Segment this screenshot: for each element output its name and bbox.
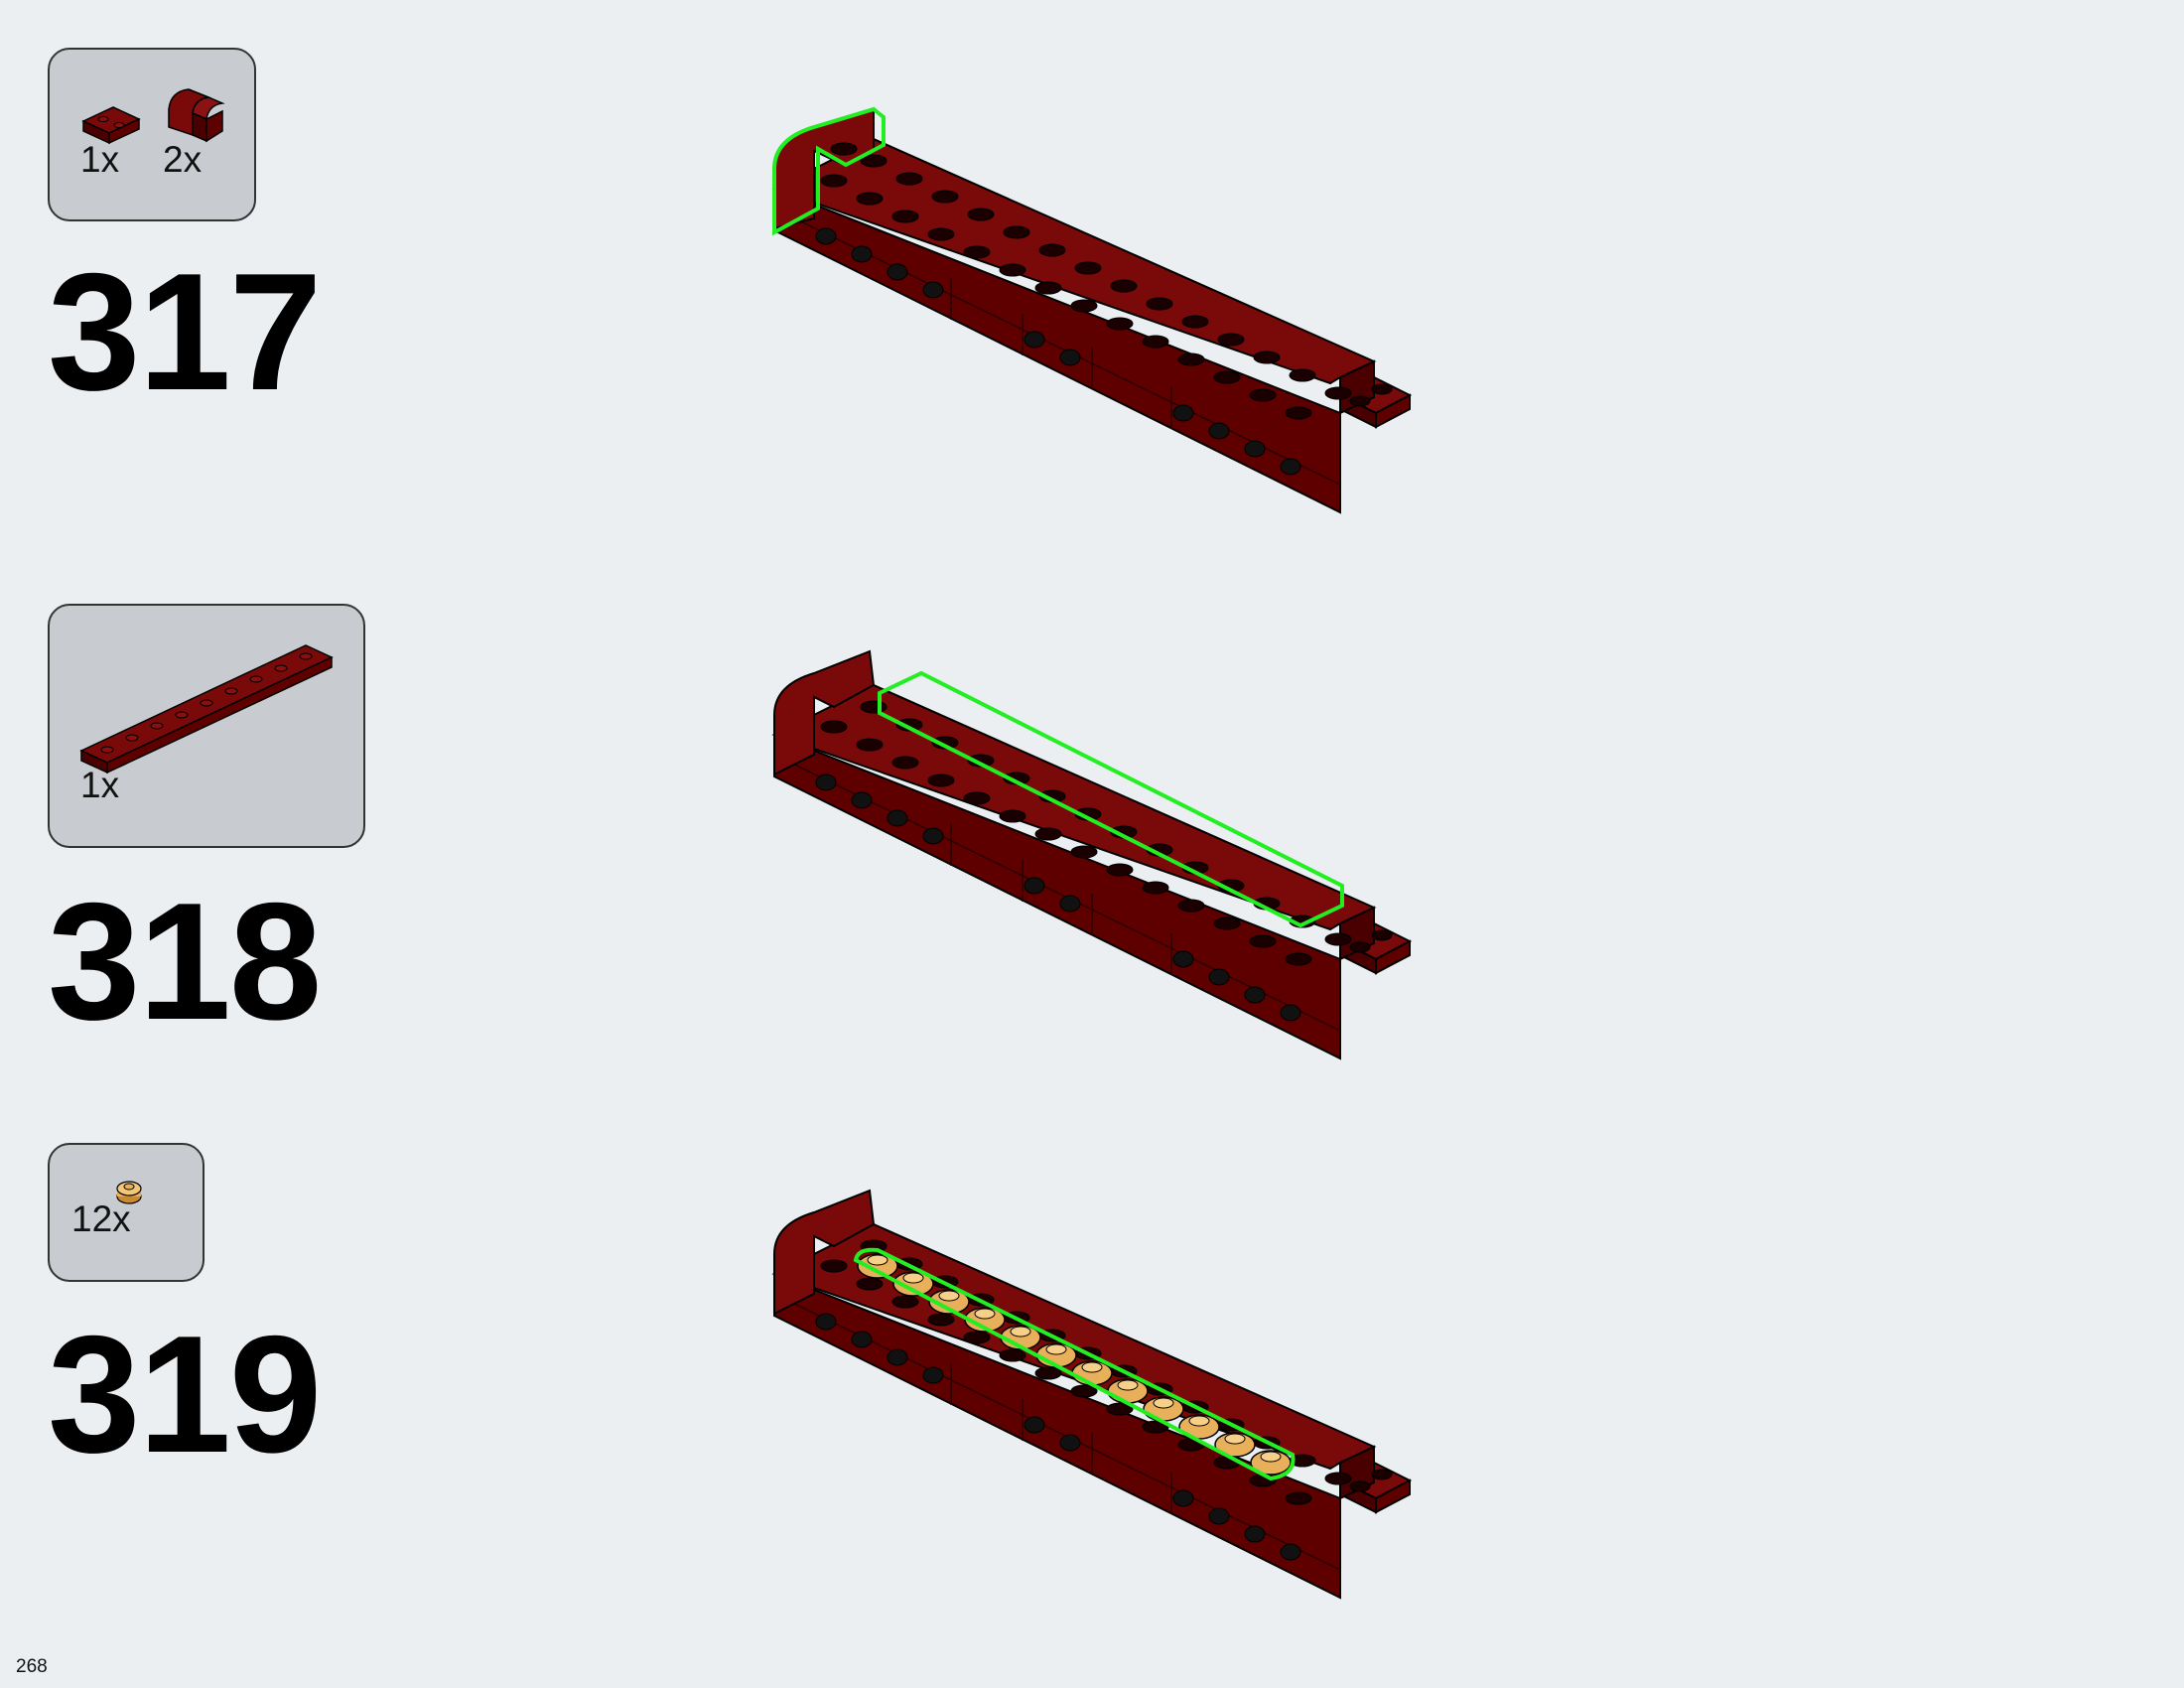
model-illustration-317 — [772, 106, 1411, 513]
dark-red-plate-icon — [81, 106, 141, 145]
parts-list-box-319: 12x — [48, 1143, 205, 1282]
step-number-317: 317 — [48, 238, 322, 425]
page-number: 268 — [16, 1656, 48, 1677]
part-quantity: 12x — [71, 1198, 131, 1239]
step-number-319: 319 — [48, 1301, 322, 1487]
tan-round-plate-icon — [116, 1181, 142, 1204]
dark-red-long-plate-icon — [79, 644, 334, 774]
tan-round-plates — [853, 1247, 1296, 1481]
dark-red-curved-slope-icon — [168, 88, 225, 143]
model-illustration-319 — [773, 1189, 1411, 1599]
part-quantity: 1x — [80, 139, 120, 180]
parts-list-box-317: 1x 2x — [48, 48, 256, 221]
part-quantity: 1x — [80, 765, 120, 805]
step-number-318: 318 — [48, 868, 322, 1055]
model-illustration-318 — [773, 649, 1411, 1059]
part-quantity: 2x — [163, 139, 203, 180]
parts-list-box-318: 1x — [48, 604, 365, 848]
